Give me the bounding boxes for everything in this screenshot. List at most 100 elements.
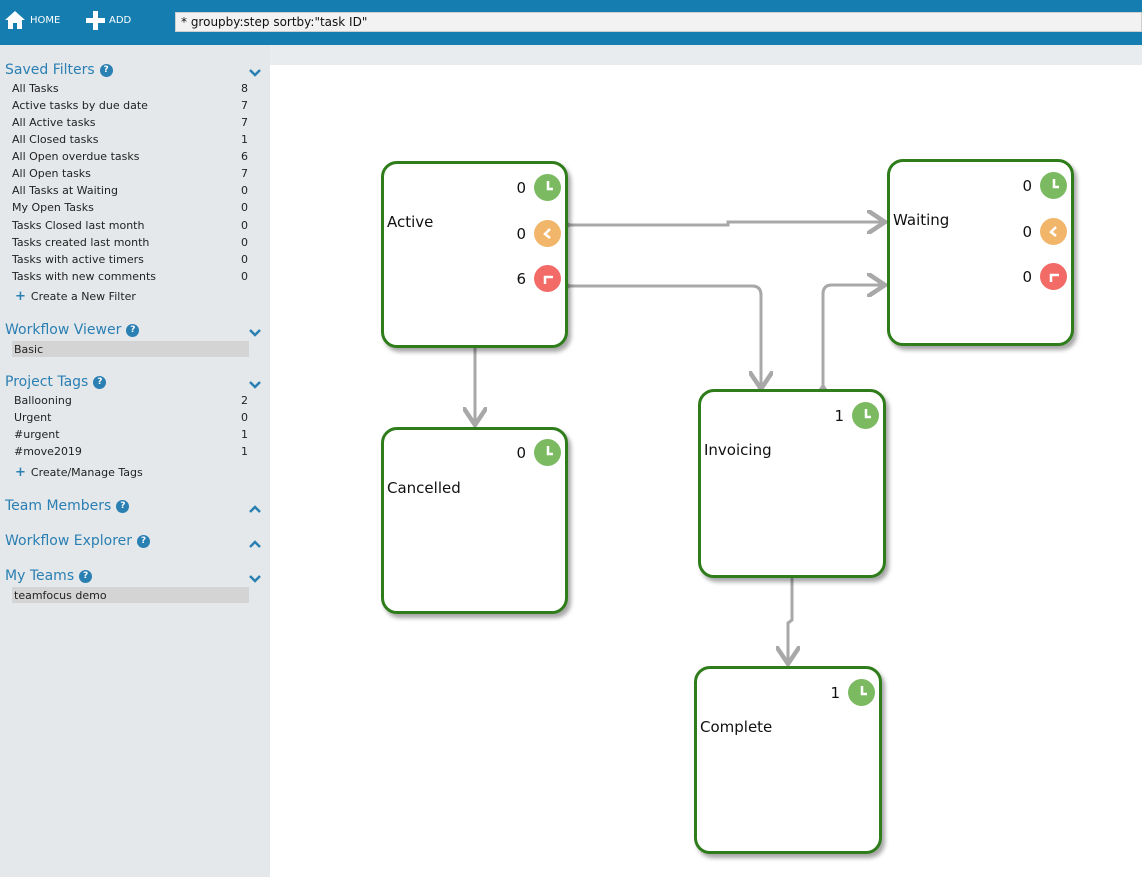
overdue-count: 6 <box>516 269 526 288</box>
filter-count: 8 <box>241 82 248 95</box>
chevron-down-icon[interactable] <box>248 328 262 338</box>
filter-count: 0 <box>241 236 248 249</box>
step-waiting[interactable]: Waiting 0 0 0 <box>887 159 1074 346</box>
project-tags-title: Project Tags <box>5 374 89 390</box>
filter-label: Tasks with new comments <box>12 270 157 283</box>
help-icon[interactable]: ? <box>116 499 130 513</box>
step-invoicing[interactable]: Invoicing 1 <box>698 389 886 578</box>
clock-icon <box>534 174 561 201</box>
chevron-down-icon[interactable] <box>248 68 262 78</box>
top-band-lower <box>0 33 1142 45</box>
workflow-canvas: Active 0 0 6 Waiting 0 0 0 Cancell <box>270 45 1142 877</box>
filter-label: Tasks Closed last month <box>12 219 145 232</box>
filter-count: 0 <box>241 253 248 266</box>
clock-warning-icon <box>534 220 561 247</box>
tag-item[interactable]: #move2019 1 <box>14 443 248 460</box>
create-filter-label: Create a New Filter <box>30 290 136 303</box>
step-cancelled[interactable]: Cancelled 0 <box>381 427 568 614</box>
chevron-down-icon[interactable] <box>248 574 262 584</box>
add-button[interactable]: ADD <box>86 8 131 32</box>
step-active[interactable]: Active 0 0 6 <box>381 161 568 348</box>
on-time-stat[interactable]: 1 <box>830 679 875 706</box>
overdue-stat[interactable]: 0 <box>1022 263 1067 290</box>
chevron-down-icon[interactable] <box>248 380 262 390</box>
tag-count: 2 <box>241 394 248 407</box>
tag-label: Ballooning <box>14 394 72 407</box>
plus-icon: + <box>15 465 26 480</box>
help-icon[interactable]: ? <box>79 569 93 583</box>
step-complete[interactable]: Complete 1 <box>694 666 882 854</box>
help-icon[interactable]: ? <box>137 534 151 548</box>
team-members-title: Team Members <box>5 498 112 514</box>
connector-active-invoicing <box>568 286 761 389</box>
connector-invoicing-complete <box>788 578 792 664</box>
step-label: Invoicing <box>704 441 772 459</box>
due-soon-stat[interactable]: 0 <box>516 220 561 247</box>
workflow-explorer-header[interactable]: Workflow Explorer ? <box>5 533 151 549</box>
on-time-stat[interactable]: 0 <box>516 174 561 201</box>
tag-item[interactable]: Ballooning 2 <box>14 392 248 409</box>
create-filter-link[interactable]: + Create a New Filter <box>15 289 136 304</box>
filter-count: 7 <box>241 99 248 112</box>
clock-icon <box>848 679 875 706</box>
connector-invoicing-waiting <box>823 285 885 387</box>
tag-label: Urgent <box>14 411 52 424</box>
home-button[interactable]: HOME <box>4 8 60 32</box>
tag-count: 1 <box>241 445 248 458</box>
manage-tags-link[interactable]: + Create/Manage Tags <box>15 465 143 480</box>
saved-filters-title: Saved Filters <box>5 62 95 78</box>
chevron-up-icon[interactable] <box>248 539 262 549</box>
overdue-count: 0 <box>1022 267 1032 286</box>
workflow-explorer-title: Workflow Explorer <box>5 533 133 549</box>
filter-label: My Open Tasks <box>12 201 94 214</box>
search-input[interactable] <box>175 12 1142 32</box>
filter-item[interactable]: My Open Tasks 0 <box>12 199 248 216</box>
clock-overdue-icon <box>1040 263 1067 290</box>
due-soon-count: 0 <box>1022 222 1032 241</box>
team-members-header[interactable]: Team Members ? <box>5 498 130 514</box>
plus-icon <box>86 10 105 30</box>
filter-count: 1 <box>241 133 248 146</box>
filter-count: 7 <box>241 116 248 129</box>
on-time-stat[interactable]: 0 <box>1022 172 1067 199</box>
on-time-stat[interactable]: 1 <box>834 402 879 429</box>
workflow-viewer-header[interactable]: Workflow Viewer ? <box>5 322 140 338</box>
step-label: Complete <box>700 718 773 736</box>
saved-filters-header[interactable]: Saved Filters ? <box>5 62 113 78</box>
help-icon[interactable]: ? <box>126 323 140 337</box>
tag-count: 1 <box>241 428 248 441</box>
help-icon[interactable]: ? <box>93 375 107 389</box>
my-teams-selected[interactable]: teamfocus demo <box>12 587 249 603</box>
my-teams-header[interactable]: My Teams ? <box>5 568 93 584</box>
project-tags-header[interactable]: Project Tags ? <box>5 374 107 390</box>
help-icon[interactable]: ? <box>99 63 113 77</box>
on-time-stat[interactable]: 0 <box>516 439 561 466</box>
on-time-count: 0 <box>516 443 526 462</box>
add-label: ADD <box>109 14 132 26</box>
chevron-up-icon[interactable] <box>248 504 262 514</box>
clock-icon <box>852 402 879 429</box>
canvas-header-strip <box>270 45 1142 65</box>
tag-item[interactable]: #urgent 1 <box>14 426 248 443</box>
on-time-count: 0 <box>1022 176 1032 195</box>
my-teams-title: My Teams <box>5 568 75 584</box>
workflow-viewer-selected[interactable]: Basic <box>12 341 249 357</box>
tag-label: #urgent <box>14 428 60 441</box>
overdue-stat[interactable]: 6 <box>516 265 561 292</box>
due-soon-stat[interactable]: 0 <box>1022 218 1067 245</box>
filter-count: 0 <box>241 201 248 214</box>
tag-label: #move2019 <box>14 445 82 458</box>
